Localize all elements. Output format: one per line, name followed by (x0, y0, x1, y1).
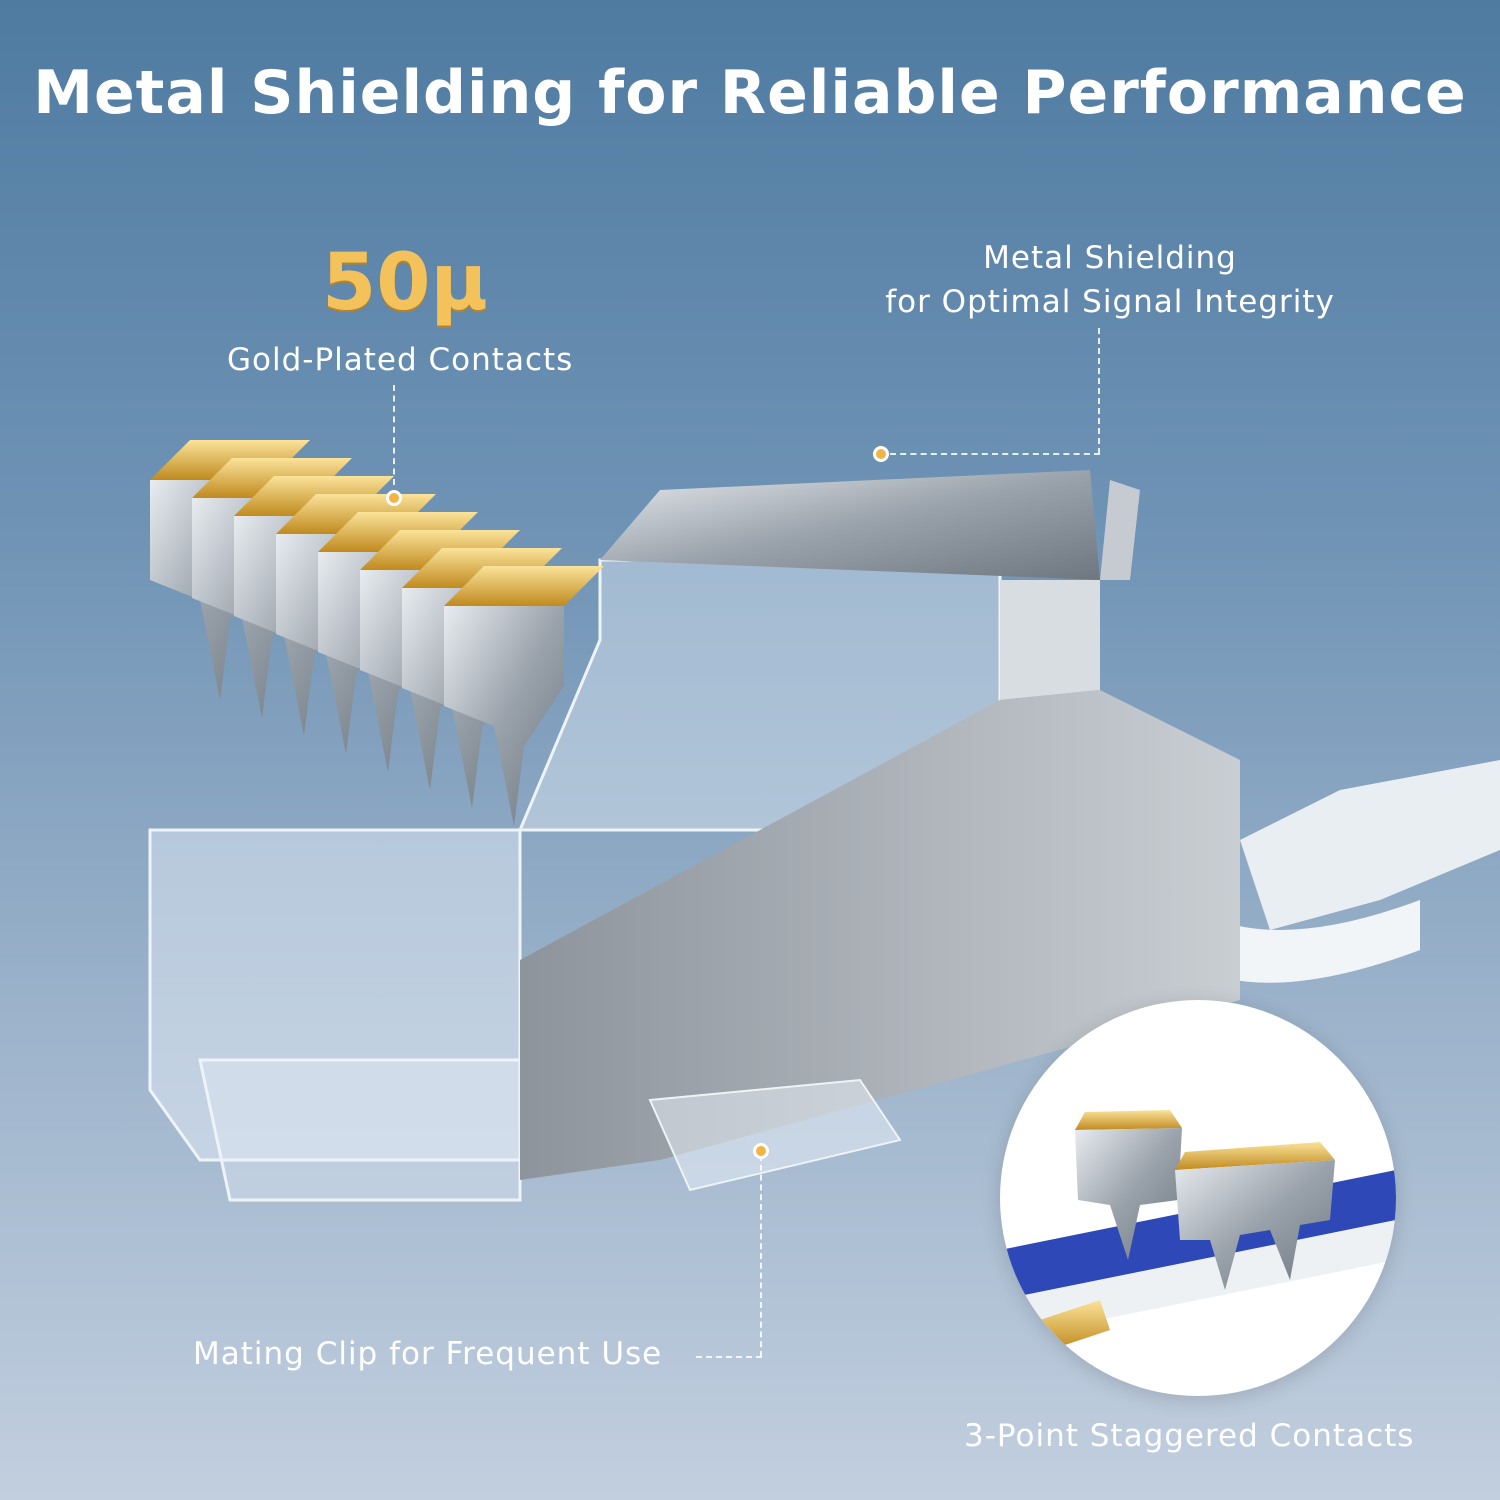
gold-plating-value: 50μ (322, 238, 488, 328)
page-title: Metal Shielding for Reliable Performance (33, 58, 1467, 128)
clip-callout-dot (753, 1143, 769, 1159)
clip-label: Mating Clip for Frequent Use (193, 1336, 663, 1372)
metal-shield-side (520, 690, 1240, 1180)
clear-housing (148, 828, 522, 1162)
gold-leader-line (393, 385, 395, 485)
cable-tail (1240, 760, 1500, 930)
shielding-callout-dot (873, 446, 889, 462)
gold-contacts (150, 440, 604, 826)
shielding-label-line1: Metal Shielding (983, 240, 1237, 276)
shielding-leader-horizontal (890, 453, 1100, 455)
gold-contacts-label: Gold-Plated Contacts (227, 342, 574, 378)
staggered-contacts-inset (1000, 1000, 1396, 1396)
metal-shield-top (600, 470, 1100, 580)
mating-clip (648, 1078, 902, 1192)
shielding-label-line2: for Optimal Signal Integrity (885, 284, 1335, 320)
staggered-contacts-label: 3-Point Staggered Contacts (964, 1418, 1415, 1454)
gold-callout-dot (386, 490, 402, 506)
clip-leader-vertical (760, 1155, 762, 1357)
shielding-leader-vertical (1098, 328, 1100, 454)
clip-leader-horizontal (696, 1356, 762, 1358)
